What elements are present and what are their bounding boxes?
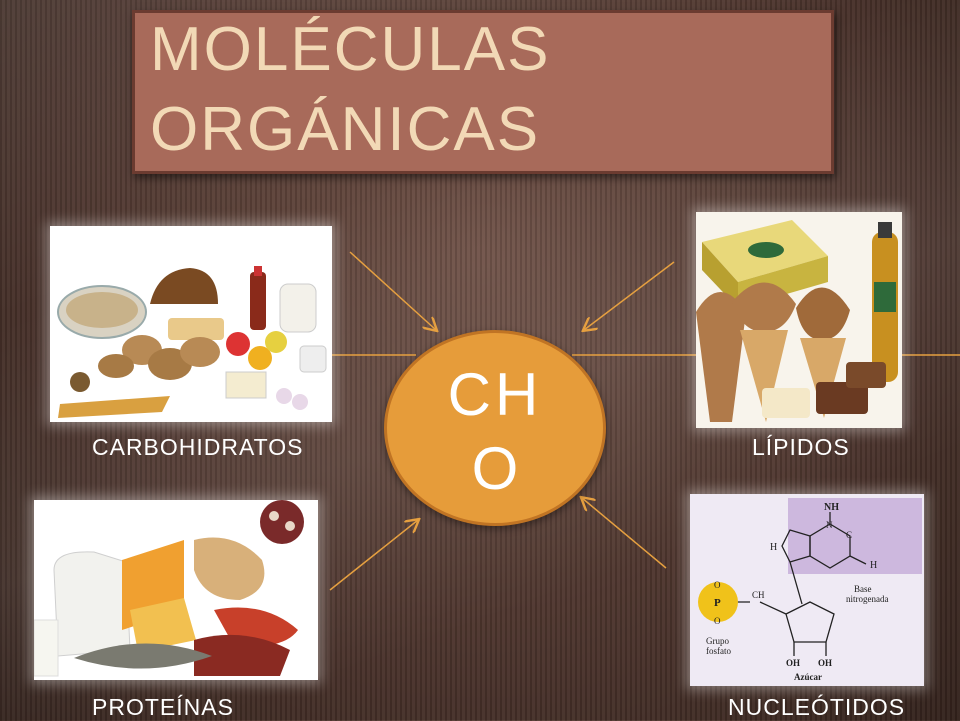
title-line-1: MOLÉCULAS bbox=[150, 15, 551, 84]
h-label-1: H bbox=[870, 560, 877, 571]
c-label-1: C bbox=[846, 530, 852, 540]
arrow-proteinas bbox=[329, 520, 418, 591]
carbohydrate-food-icon bbox=[57, 266, 327, 418]
base-label-1: Base bbox=[854, 584, 872, 594]
sugar-label: Azúcar bbox=[794, 672, 822, 682]
label-proteinas: PROTEÍNAS bbox=[92, 694, 234, 720]
title-line-2: ORGÁNICAS bbox=[150, 95, 541, 164]
h-label-2: H bbox=[770, 542, 777, 553]
proteinas-photo bbox=[34, 500, 318, 680]
label-carbohidratos: CARBOHIDRATOS bbox=[92, 434, 304, 460]
lipid-food-icon bbox=[696, 212, 902, 428]
center-circle bbox=[384, 330, 606, 526]
arrow-lipidos bbox=[584, 261, 675, 330]
arrow-nucleotidos bbox=[582, 498, 667, 569]
arrow-carbohidratos bbox=[349, 251, 436, 330]
phosphate-label-2: fosfato bbox=[706, 646, 731, 656]
nucleotidos-photo: NH N C H H Base nitrogenada P O O CH Gru… bbox=[690, 494, 924, 686]
oh-label-2: OH bbox=[818, 658, 832, 668]
o-label-2: O bbox=[714, 616, 721, 626]
ch-label: CH bbox=[752, 590, 765, 600]
label-lipidos: LÍPIDOS bbox=[752, 434, 850, 460]
lipidos-photo bbox=[696, 212, 902, 428]
center-text-line-2: O bbox=[471, 435, 519, 502]
carbohidratos-photo bbox=[50, 226, 332, 422]
protein-food-icon bbox=[34, 500, 318, 680]
label-nucleotidos: NUCLEÓTIDOS bbox=[728, 694, 906, 720]
nucleotide-structure-icon: NH N C H H Base nitrogenada P O O CH Gru… bbox=[690, 494, 924, 686]
nh-label: NH bbox=[824, 502, 839, 513]
base-label-2: nitrogenada bbox=[846, 594, 888, 604]
o-label-1: O bbox=[714, 580, 721, 590]
phosphate-label-1: Grupo bbox=[706, 636, 729, 646]
center-text-line-1: CH bbox=[447, 361, 543, 428]
title-box bbox=[132, 10, 834, 174]
n-label-1: N bbox=[826, 520, 833, 530]
oh-label-1: OH bbox=[786, 658, 800, 668]
p-label: P bbox=[714, 597, 721, 609]
